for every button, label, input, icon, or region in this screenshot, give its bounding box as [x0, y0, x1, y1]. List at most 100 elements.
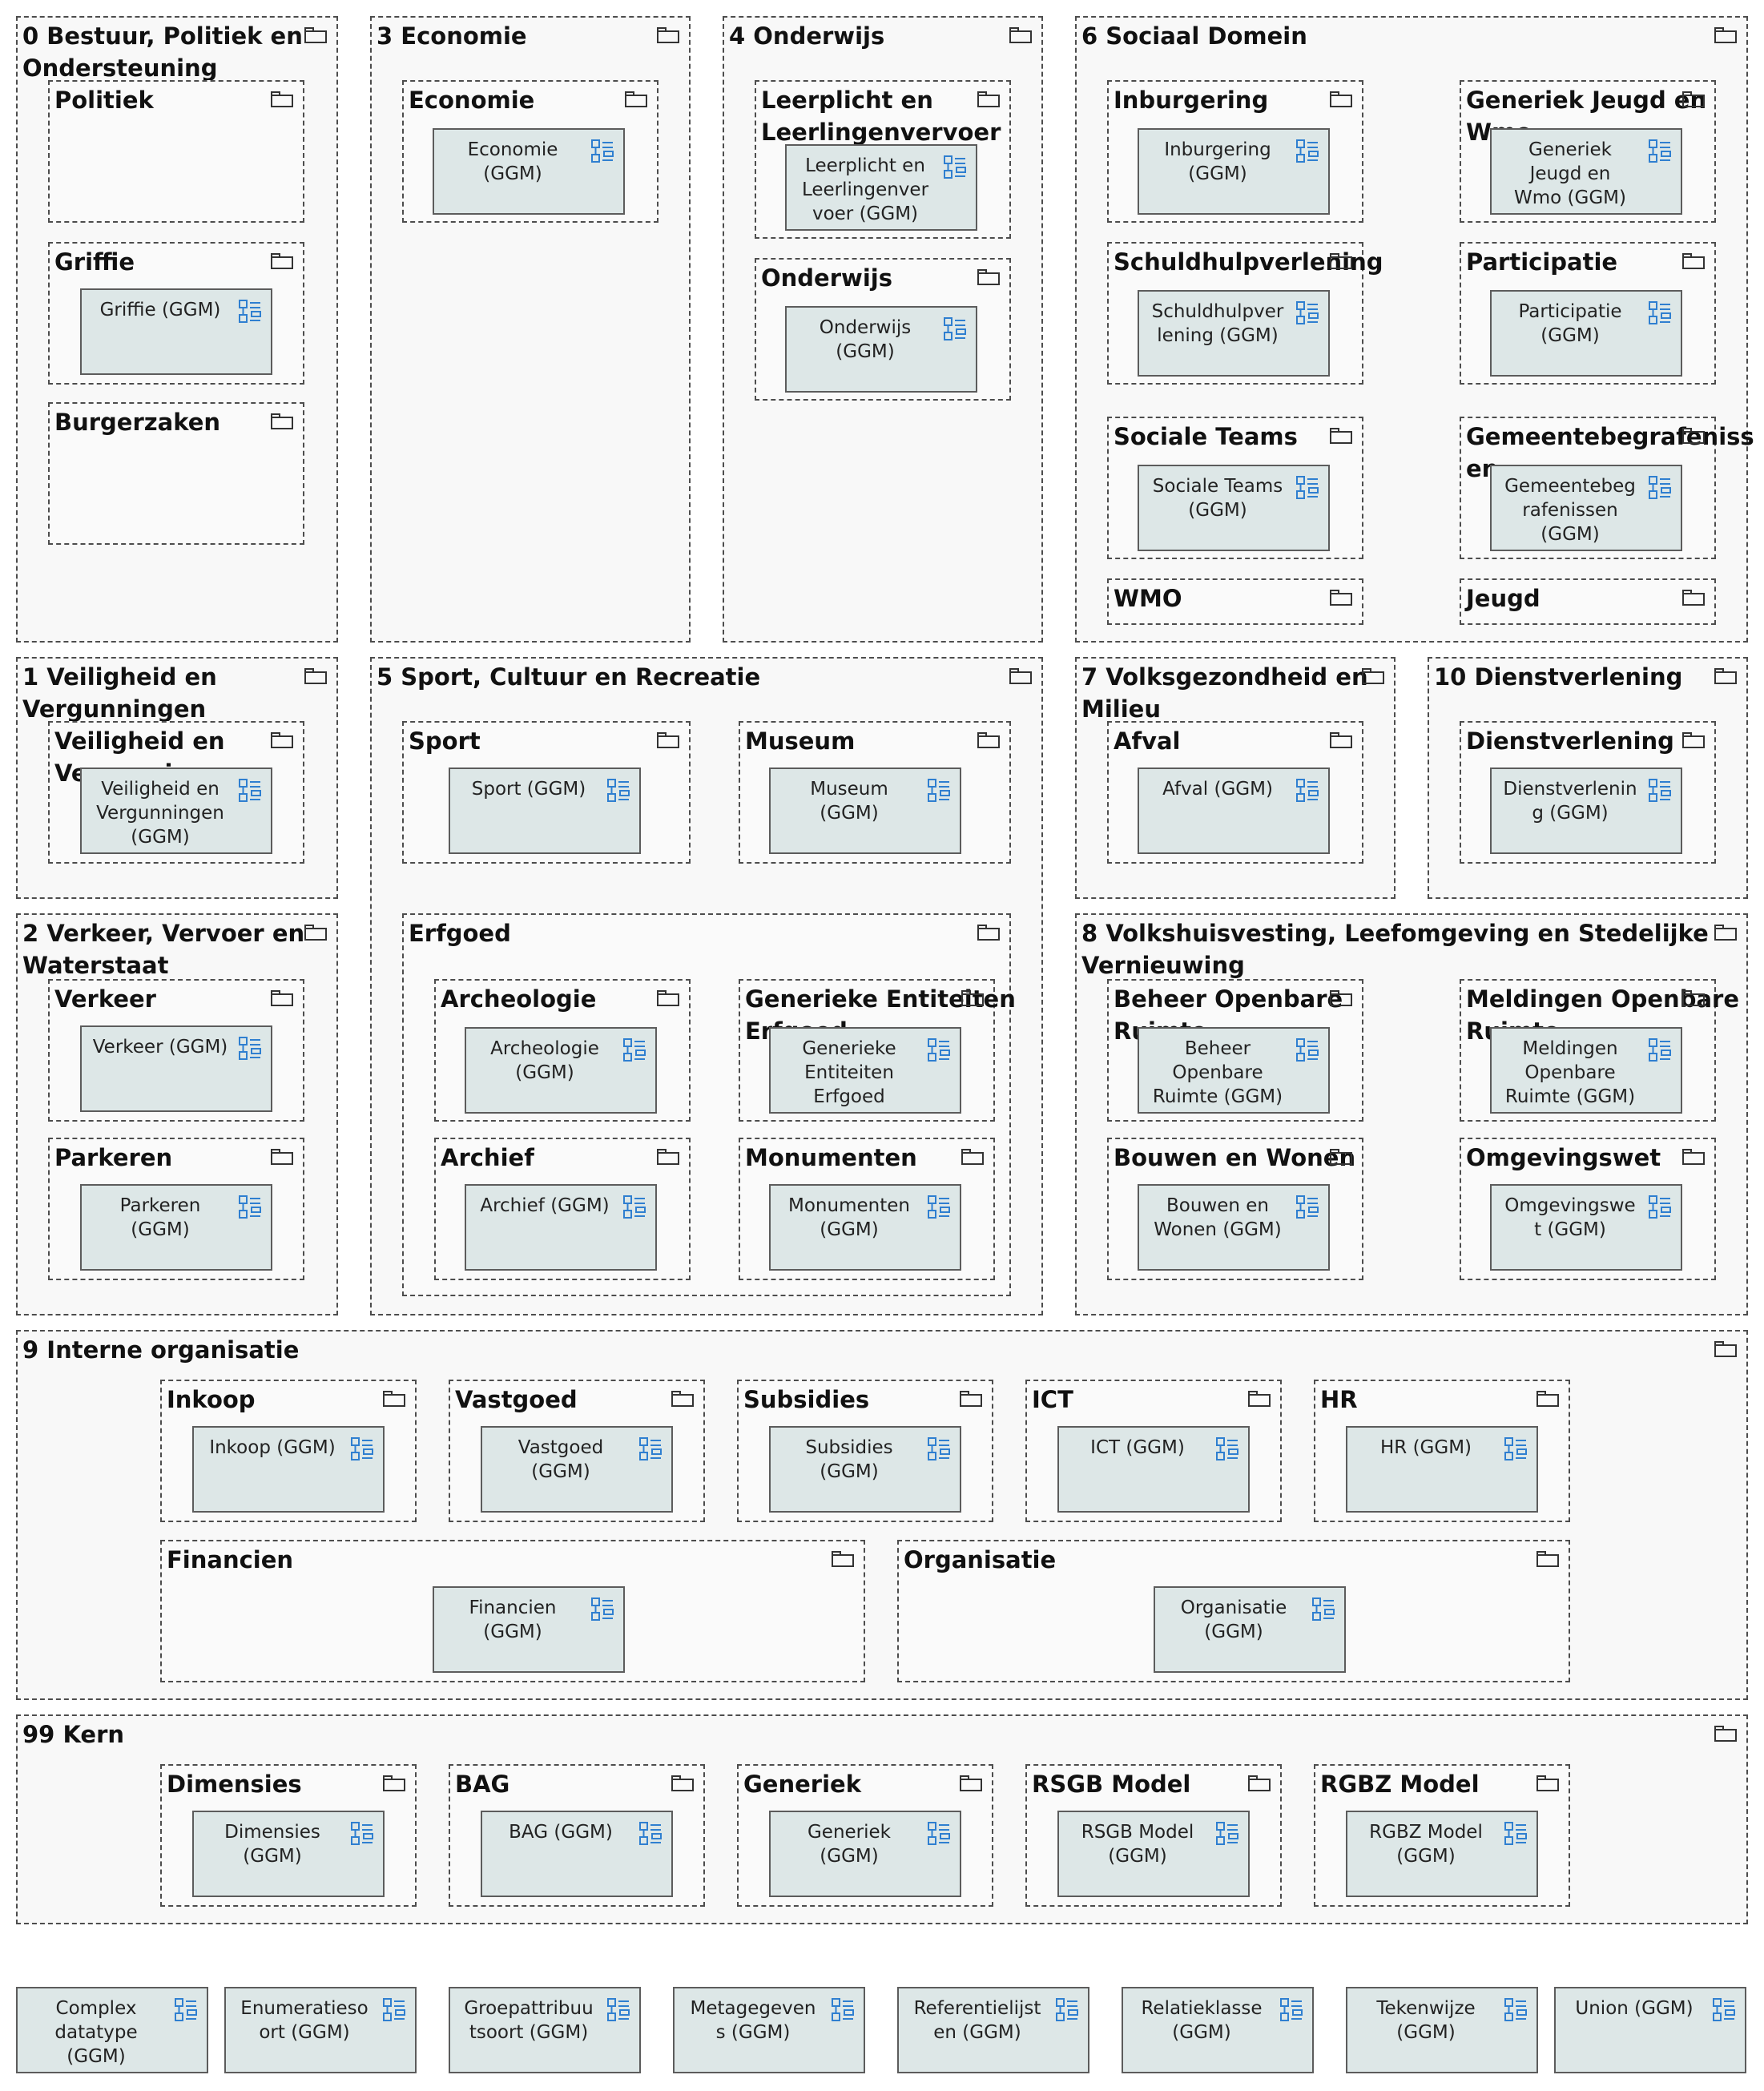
label-line: WMO	[1114, 585, 1182, 612]
component-relatieklasse-ggm[interactable]: Relatieklasse(GGM)	[1122, 1987, 1314, 2073]
label-line: 1 Veiligheid en	[22, 663, 217, 691]
label-line: Bouwen en	[1166, 1195, 1269, 1216]
component-archeologie-ggm[interactable]: Archeologie(GGM)	[465, 1027, 657, 1114]
label-line: (GGM)	[1396, 2022, 1456, 2043]
label-line: Omgevingswe	[1504, 1195, 1636, 1216]
label-line: Gemeentebegrafeniss	[1466, 423, 1754, 450]
package-title: 4 Onderwijs	[729, 20, 884, 52]
package-burgerzaken[interactable]: Burgerzaken	[48, 402, 304, 545]
component-icon	[639, 1437, 662, 1460]
label-line: Inburgering	[1164, 139, 1271, 160]
package-politiek[interactable]: Politiek	[48, 80, 304, 223]
component-griffie-ggm[interactable]: Griffie (GGM)	[80, 288, 272, 375]
component-rsgb-model-ggm[interactable]: RSGB Model(GGM)	[1057, 1811, 1250, 1897]
label-line: Ondersteuning	[22, 54, 218, 82]
label-line: Wonen (GGM)	[1154, 1219, 1282, 1240]
label-line: Jeugd	[1466, 585, 1540, 612]
package-jeugd[interactable]: Jeugd	[1460, 578, 1716, 625]
component-union-ggm[interactable]: Union (GGM)	[1554, 1987, 1746, 2073]
component-icon	[1504, 1822, 1527, 1845]
label-line: Bouwen en Wonen	[1114, 1144, 1356, 1171]
package-title: Bouwen en Wonen	[1114, 1142, 1355, 1174]
component-dimensies-ggm[interactable]: Dimensies(GGM)	[192, 1811, 385, 1897]
folder-icon	[960, 1775, 982, 1791]
component-museum-ggm[interactable]: Museum(GGM)	[769, 768, 961, 854]
component-inburgering-ggm[interactable]: Inburgering(GGM)	[1138, 128, 1330, 215]
component-bag-ggm[interactable]: BAG (GGM)	[481, 1811, 673, 1897]
label-line: (GGM)	[1108, 1846, 1167, 1867]
component-icon	[1056, 1998, 1078, 2021]
component-afval-ggm[interactable]: Afval (GGM)	[1138, 768, 1330, 854]
label-line: Afval	[1114, 727, 1181, 755]
label-line: Vastgoed	[518, 1437, 604, 1458]
folder-icon	[304, 668, 327, 684]
component-tekenwijze-ggm[interactable]: Tekenwijze(GGM)	[1346, 1987, 1538, 2073]
label-line: Onderwijs	[819, 317, 912, 338]
component-economie-ggm[interactable]: Economie(GGM)	[433, 128, 625, 215]
folder-icon	[1536, 1775, 1559, 1791]
component-icon	[1216, 1822, 1238, 1845]
package-title: Dienstverlening	[1466, 725, 1674, 757]
component-archief-ggm[interactable]: Archief (GGM)	[465, 1184, 657, 1271]
component-subsidies-ggm[interactable]: Subsidies(GGM)	[769, 1426, 961, 1513]
component-label: RSGB Model(GGM)	[1062, 1820, 1213, 1868]
component-monumenten-ggm[interactable]: Monumenten(GGM)	[769, 1184, 961, 1271]
component-label: HR (GGM)	[1351, 1436, 1501, 1460]
folder-icon	[1330, 990, 1352, 1006]
package-wmo[interactable]: WMO	[1107, 578, 1363, 625]
component-sport-ggm[interactable]: Sport (GGM)	[449, 768, 641, 854]
package-title: Museum	[745, 725, 855, 757]
component-icon	[1216, 1437, 1238, 1460]
label-line: Parkeren	[119, 1195, 201, 1216]
component-financien-ggm[interactable]: Financien(GGM)	[433, 1586, 625, 1673]
label-line: Complex	[55, 1998, 137, 2019]
label-line: Museum	[810, 779, 888, 800]
component-rgbz-model-ggm[interactable]: RGBZ Model(GGM)	[1346, 1811, 1538, 1897]
folder-icon	[1682, 732, 1705, 748]
folder-icon	[383, 1391, 405, 1407]
component-sociale-teams-ggm[interactable]: Sociale Teams(GGM)	[1138, 465, 1330, 551]
folder-icon	[1714, 1341, 1737, 1357]
label-line: Dienstverlenin	[1503, 779, 1637, 800]
label-line: Generieke	[802, 1038, 896, 1059]
component-participatie-ggm[interactable]: Participatie(GGM)	[1490, 290, 1682, 377]
component-onderwijs-ggm[interactable]: Onderwijs(GGM)	[785, 306, 977, 393]
label-line: (GGM)	[1188, 500, 1247, 521]
label-line: 7 Volksgezondheid en	[1081, 663, 1368, 691]
component-bouwen-en-wonen-ggm[interactable]: Bouwen en Wonen (GGM)	[1138, 1184, 1330, 1271]
component-generiek-ggm[interactable]: Generiek(GGM)	[769, 1811, 961, 1897]
folder-icon	[1362, 668, 1384, 684]
component-hr-ggm[interactable]: HR (GGM)	[1346, 1426, 1538, 1513]
component-organisatie-ggm[interactable]: Organisatie(GGM)	[1154, 1586, 1346, 1673]
component-parkeren-ggm[interactable]: Parkeren (GGM)	[80, 1184, 272, 1271]
component-ict-ggm[interactable]: ICT (GGM)	[1057, 1426, 1250, 1513]
label-line: (GGM)	[131, 1219, 190, 1240]
component-vastgoed-ggm[interactable]: Vastgoed(GGM)	[481, 1426, 673, 1513]
label-line: Politiek	[54, 87, 154, 114]
component-icon	[928, 1038, 950, 1062]
component-verkeer-ggm[interactable]: Verkeer (GGM)	[80, 1025, 272, 1112]
label-line: s (GGM)	[715, 2022, 791, 2043]
package-title: 5 Sport, Cultuur en Recreatie	[377, 661, 760, 693]
component-icon	[1296, 476, 1319, 499]
label-line: Monumenten	[788, 1195, 910, 1216]
component-inkoop-ggm[interactable]: Inkoop (GGM)	[192, 1426, 385, 1513]
